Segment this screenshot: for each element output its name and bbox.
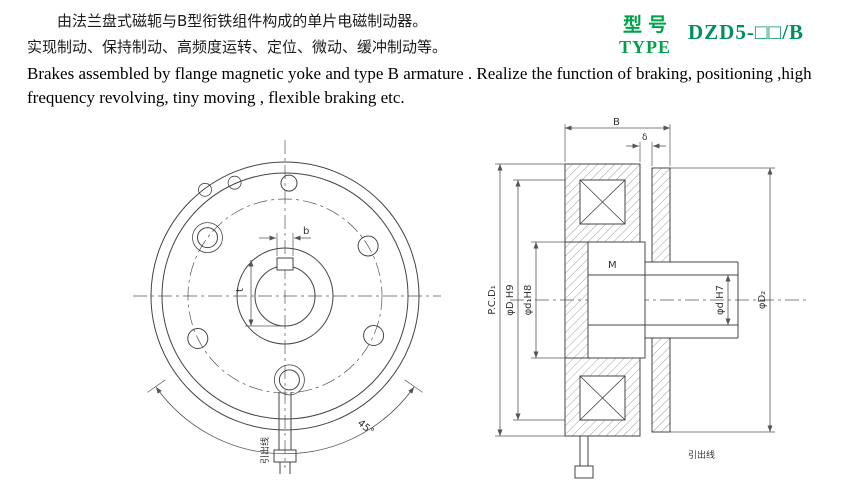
dim-pcd-label: P.C.D₁ bbox=[487, 285, 498, 315]
front-view-keyway bbox=[276, 257, 294, 271]
front-view-centerlines bbox=[133, 140, 441, 468]
front-view-bolt-holes bbox=[187, 174, 385, 396]
chinese-line-1: 由法兰盘式磁轭与B型衔铁组件构成的单片电磁制动器。 bbox=[57, 12, 428, 30]
dim-outer-label: φD H9 bbox=[505, 284, 516, 315]
thread-label: M bbox=[608, 260, 617, 271]
dim-width-label: B bbox=[613, 117, 620, 128]
angle-label: 45° bbox=[355, 418, 376, 438]
model-number: DZD5-□□/B bbox=[688, 20, 805, 44]
dim-bore-label: φd H7 bbox=[715, 285, 726, 315]
hub-section: M bbox=[587, 241, 739, 359]
section-lead-label: 引出线 bbox=[688, 449, 715, 461]
type-label-cn: 型号 bbox=[622, 14, 673, 36]
armature-section bbox=[651, 167, 671, 433]
top-dimensions: B δ bbox=[564, 117, 671, 166]
chinese-line-2: 实现制动、保持制动、高频度运转、定位、微动、缓冲制动等。 bbox=[27, 38, 448, 56]
dim-armature-label: φD₂ bbox=[757, 291, 768, 309]
section-view-drawing: M P.C.D₁ φD H9 φd₁H8 φd H7 bbox=[487, 117, 810, 479]
type-label-block: 型号 TYPE bbox=[606, 10, 684, 58]
type-label-en: TYPE bbox=[618, 37, 671, 57]
dim-b-label: b bbox=[303, 226, 309, 237]
front-view-drawing: b t 引出线 45° bbox=[133, 140, 441, 474]
left-diameter-dimensions: P.C.D₁ φD H9 φd₁H8 bbox=[487, 163, 565, 437]
keyway-width-dimension: b bbox=[259, 226, 311, 256]
dim-t-label: t bbox=[235, 288, 246, 292]
dim-gap-label: δ bbox=[642, 133, 648, 143]
english-description: Brakes assembled by flange magnetic yoke… bbox=[27, 62, 817, 110]
english-line-1: Brakes assembled by flange magnetic yoke… bbox=[27, 64, 812, 83]
yoke-section bbox=[564, 163, 641, 437]
lead-wire-label: 引出线 bbox=[259, 437, 271, 464]
lead-wire-terminal: 引出线 bbox=[259, 392, 297, 474]
section-lead-wire: 引出线 bbox=[574, 436, 715, 479]
dim-inner-label: φd₁H8 bbox=[523, 285, 534, 316]
armature-diameter-dimension: φD₂ bbox=[670, 167, 775, 433]
english-line-2: frequency revolving, tiny moving , flexi… bbox=[27, 88, 405, 107]
keyway-depth-dimension: t bbox=[235, 260, 283, 327]
bore-dimension: φd H7 bbox=[715, 275, 731, 325]
chinese-description: 由法兰盘式磁轭与B型衔铁组件构成的单片电磁制动器。 实现制动、保持制动、高频度运… bbox=[27, 8, 602, 60]
